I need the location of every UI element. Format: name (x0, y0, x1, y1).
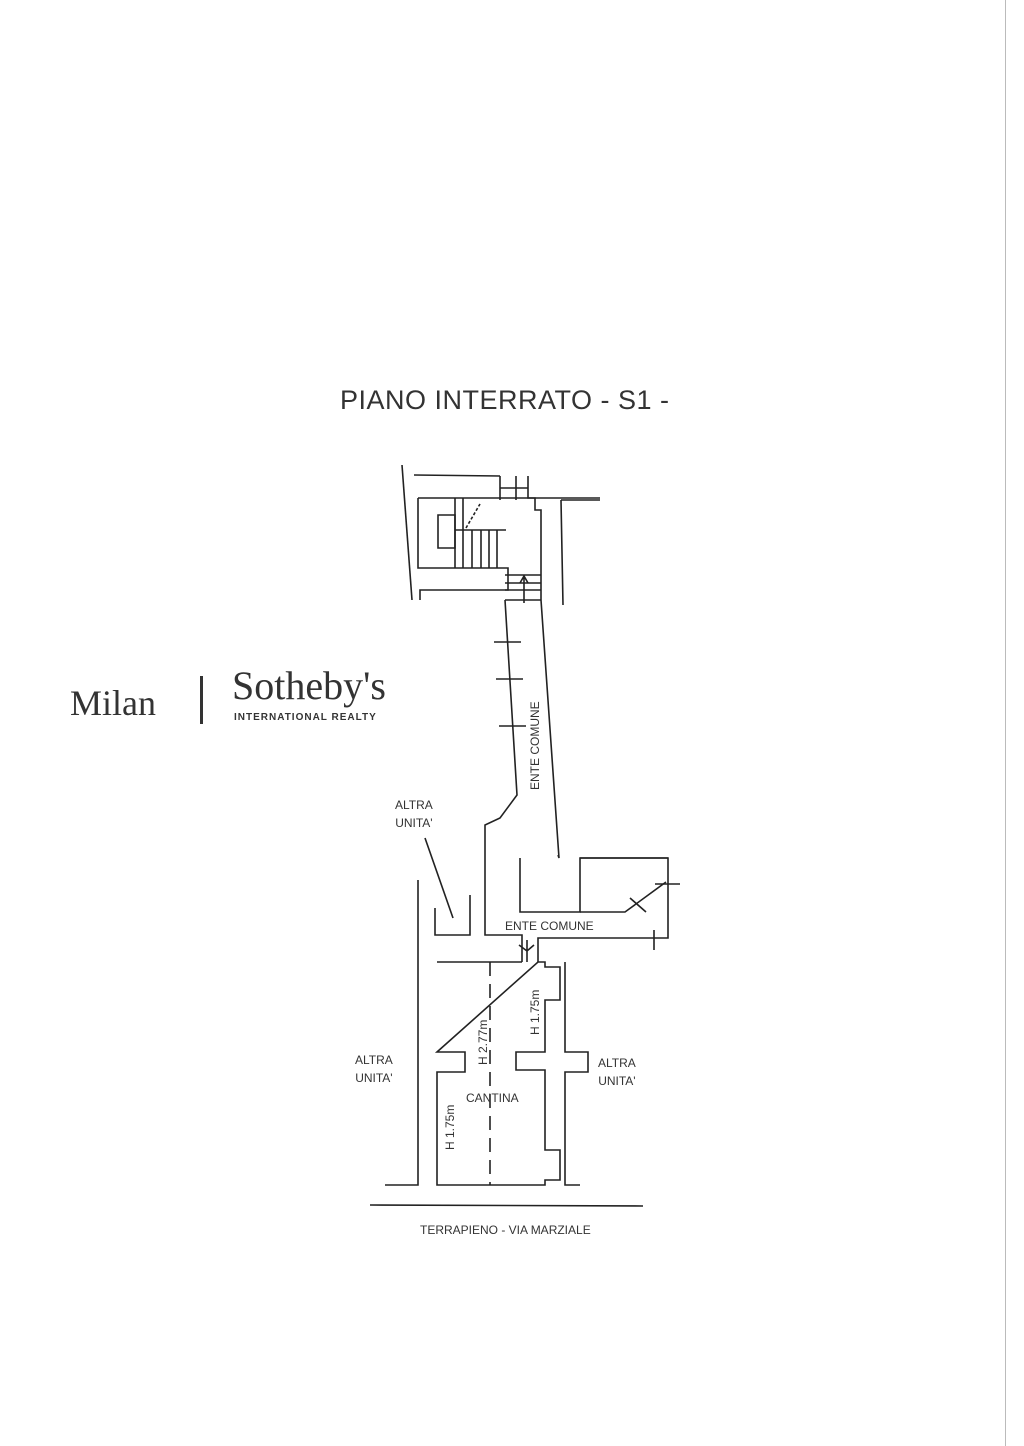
cantina-room (385, 880, 589, 1186)
label-ente-comune-vertical: ENTE COMUNE (528, 701, 542, 790)
page-edge (1005, 0, 1006, 1446)
label-cantina: CANTINA (466, 1091, 519, 1105)
stairwell (401, 464, 600, 606)
label-altra-unita-right: ALTRA UNITA' (598, 1056, 636, 1088)
right-rooms (519, 857, 680, 962)
label-height-center: H 2.77m (476, 1019, 490, 1065)
label-ente-comune: ENTE COMUNE (505, 919, 594, 933)
label-altra-unita-top: ALTRA UNITA' (395, 798, 433, 830)
label-height-right: H 1.75m (528, 989, 542, 1035)
label-altra-unita-left: ALTRA UNITA' (355, 1053, 393, 1085)
label-height-left: H 1.75m (443, 1104, 457, 1150)
logo-subtitle: INTERNATIONAL REALTY (234, 712, 377, 723)
logo-brand: Sotheby's (232, 663, 386, 708)
street-line (369, 1204, 644, 1207)
logo-city: Milan (70, 683, 156, 723)
label-street: TERRAPIENO - VIA MARZIALE (420, 1223, 591, 1237)
corridor (484, 599, 560, 962)
logo-divider (200, 676, 203, 724)
plan-title: PIANO INTERRATO - S1 - (340, 385, 670, 415)
door-arrow (518, 940, 535, 962)
altra-unita-top-box (424, 837, 471, 936)
